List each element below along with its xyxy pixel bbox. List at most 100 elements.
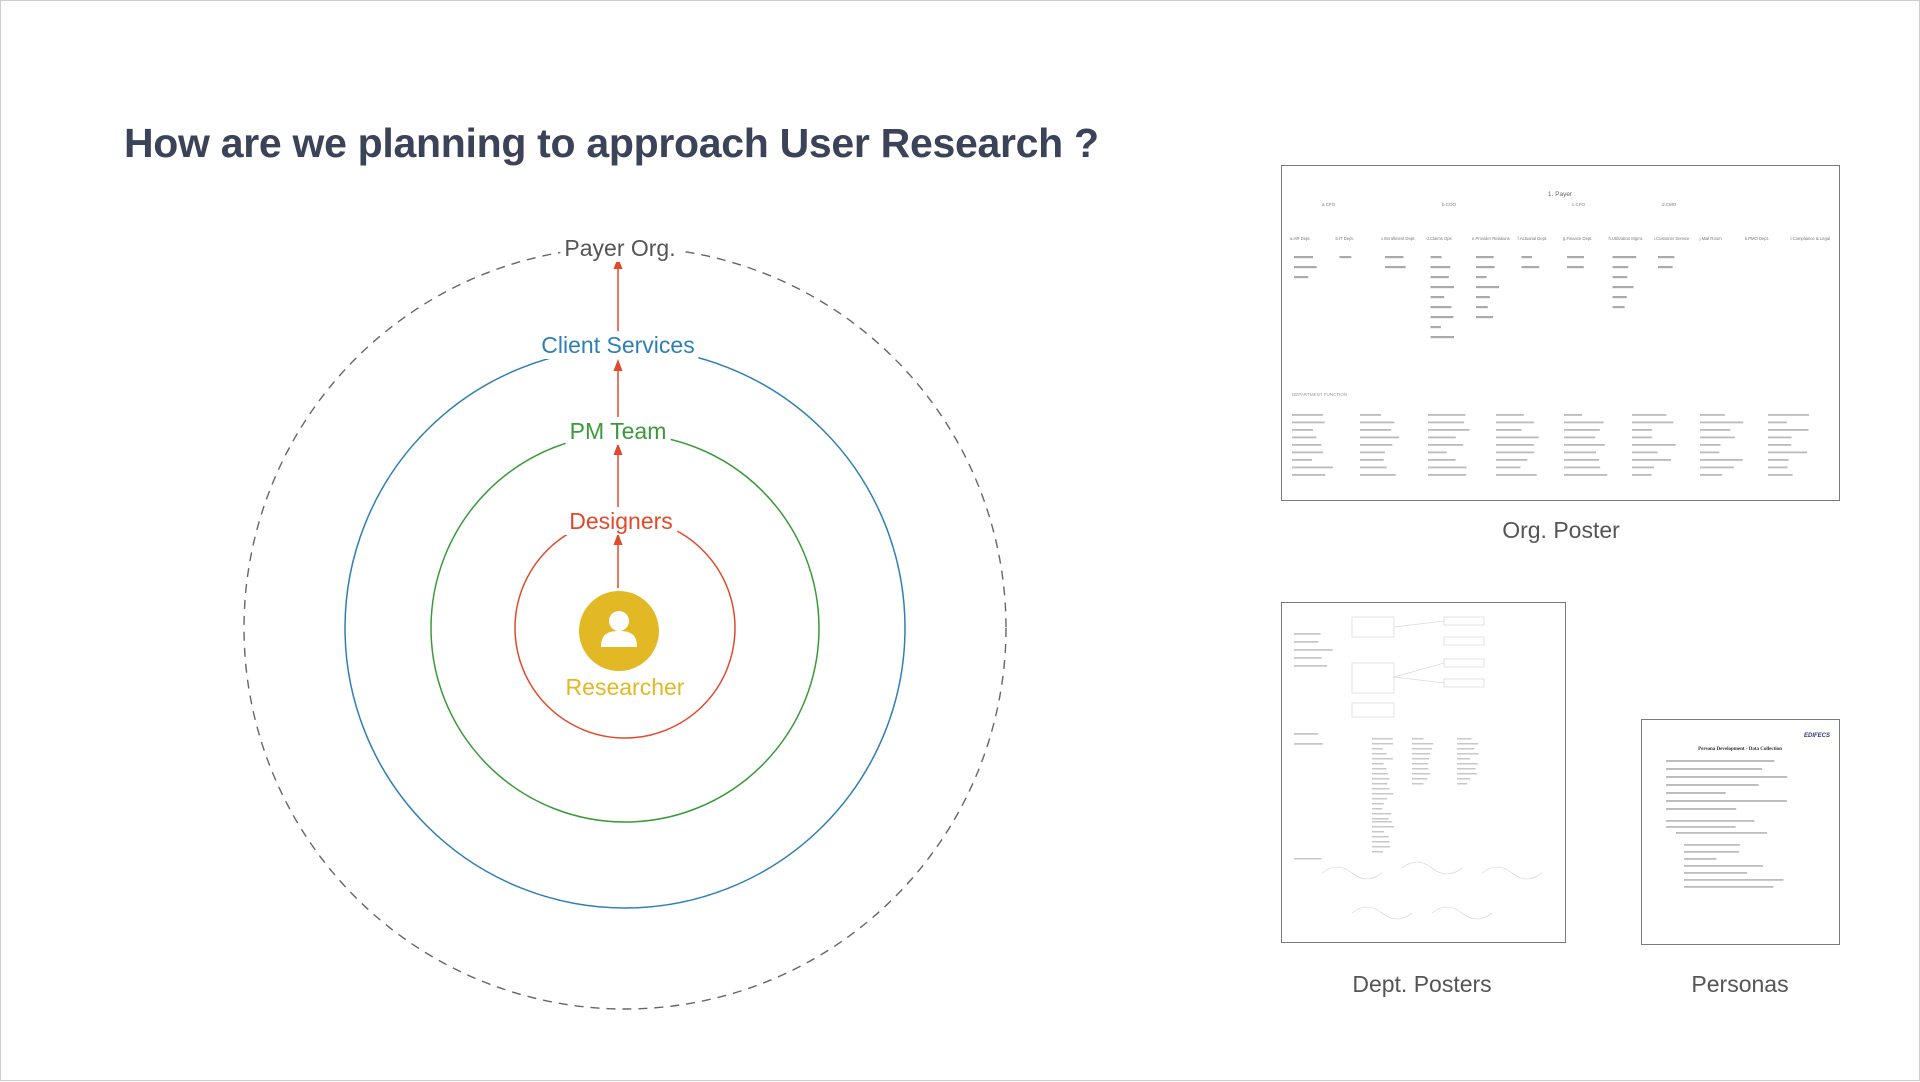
placeholder-text-line	[1457, 763, 1478, 765]
placeholder-text-line	[1700, 429, 1731, 431]
placeholder-text-line	[1564, 436, 1596, 439]
dept-posters-thumbnail[interactable]	[1281, 602, 1566, 943]
placeholder-text-line	[1658, 266, 1673, 269]
placeholder-text-line	[1700, 444, 1721, 446]
placeholder-text-line	[1564, 474, 1608, 476]
placeholder-text-line	[1372, 808, 1383, 810]
researcher-node	[579, 591, 659, 671]
org-department-label: c.Enrollment Dept.	[1381, 236, 1415, 241]
org-department-label: k.PMO Dept.	[1745, 236, 1769, 241]
placeholder-text-line	[1360, 474, 1396, 476]
placeholder-text-line	[1430, 286, 1455, 289]
placeholder-text-line	[1700, 414, 1725, 416]
placeholder-text-line	[1294, 657, 1322, 659]
placeholder-text-line	[1700, 451, 1720, 454]
placeholder-text-line	[1564, 451, 1596, 454]
placeholder-text-line	[1666, 800, 1787, 802]
placeholder-text-line	[1476, 276, 1487, 279]
placeholder-text-line	[1372, 841, 1390, 843]
placeholder-text-line	[1339, 256, 1352, 259]
placeholder-text-line	[1430, 256, 1442, 259]
placeholder-text-line	[1666, 792, 1726, 794]
placeholder-text-line	[1385, 256, 1404, 259]
placeholder-text-line	[1666, 826, 1736, 828]
placeholder-text-line	[1676, 832, 1767, 834]
placeholder-text-line	[1372, 851, 1383, 853]
placeholder-text-line	[1684, 858, 1717, 860]
personas-thumbnail[interactable]: EDIFECS Persona Development - Data Colle…	[1641, 719, 1840, 945]
ring-label-client-services: Client Services	[537, 331, 699, 359]
placeholder-text-line	[1294, 633, 1321, 635]
placeholder-text-line	[1360, 414, 1382, 416]
placeholder-text-line	[1612, 256, 1637, 259]
placeholder-text-line	[1496, 459, 1528, 461]
placeholder-text-line	[1294, 649, 1333, 651]
org-department-label: j.Mail Room	[1699, 236, 1723, 241]
placeholder-text-line	[1496, 474, 1537, 476]
placeholder-text-line	[1372, 758, 1393, 760]
placeholder-text-line	[1632, 421, 1674, 424]
placeholder-text-line	[1612, 296, 1627, 299]
placeholder-text-line	[1294, 266, 1317, 269]
placeholder-text-line	[1457, 768, 1476, 770]
placeholder-text-line	[1372, 763, 1384, 765]
placeholder-text-line	[1412, 743, 1434, 745]
placeholder-text-line	[1428, 421, 1465, 424]
placeholder-text-line	[1768, 444, 1792, 446]
personas-doc-title: Persona Development - Data Collection	[1698, 747, 1782, 752]
placeholder-text-line	[1372, 788, 1390, 790]
placeholder-text-line	[1768, 466, 1788, 469]
placeholder-text-line	[1292, 459, 1312, 461]
placeholder-text-line	[1292, 474, 1326, 476]
placeholder-text-line	[1385, 266, 1406, 269]
placeholder-text-line	[1360, 466, 1387, 469]
placeholder-text-line	[1430, 326, 1441, 329]
placeholder-text-line	[1768, 429, 1809, 431]
placeholder-text-line	[1700, 436, 1735, 439]
dept-posters-caption: Dept. Posters	[1352, 971, 1492, 997]
placeholder-text-line	[1768, 459, 1789, 461]
placeholder-text-line	[1360, 459, 1384, 461]
personas-caption: Personas	[1691, 971, 1789, 997]
placeholder-text-line	[1372, 818, 1389, 820]
placeholder-text-line	[1430, 336, 1454, 339]
dept-box	[1351, 702, 1395, 718]
placeholder-text-line	[1372, 773, 1388, 775]
placeholder-text-line	[1476, 316, 1493, 319]
placeholder-text-line	[1360, 451, 1385, 454]
placeholder-text-line	[1430, 316, 1454, 319]
placeholder-text-line	[1428, 429, 1470, 431]
placeholder-text-line	[1632, 444, 1676, 446]
dept-flow-path	[1481, 866, 1543, 880]
placeholder-text-line	[1360, 429, 1392, 431]
placeholder-text-line	[1700, 421, 1744, 424]
placeholder-text-line	[1612, 266, 1629, 269]
placeholder-text-line	[1372, 748, 1383, 750]
org-level2-label: a.CFO	[1322, 202, 1336, 207]
dept-connector	[1393, 676, 1445, 684]
placeholder-text-line	[1372, 846, 1390, 848]
placeholder-text-line	[1700, 474, 1723, 476]
placeholder-text-line	[1372, 793, 1385, 795]
placeholder-text-line	[1294, 256, 1314, 259]
personas-logo: EDIFECS	[1804, 733, 1830, 739]
placeholder-text-line	[1294, 733, 1319, 735]
placeholder-text-line	[1476, 256, 1494, 259]
placeholder-text-line	[1294, 858, 1322, 860]
org-department-label: a.HR Dept.	[1290, 236, 1311, 241]
org-department-label: e.Provider Relations	[1472, 236, 1510, 241]
placeholder-text-line	[1476, 306, 1488, 309]
placeholder-text-line	[1496, 444, 1534, 446]
placeholder-text-line	[1666, 768, 1763, 770]
placeholder-text-line	[1372, 743, 1393, 745]
placeholder-text-line	[1430, 266, 1451, 269]
placeholder-text-line	[1684, 886, 1774, 888]
placeholder-text-line	[1666, 820, 1755, 822]
placeholder-text-line	[1684, 844, 1740, 846]
user-icon	[601, 611, 637, 647]
placeholder-text-line	[1521, 256, 1532, 259]
placeholder-text-line	[1496, 414, 1524, 416]
placeholder-text-line	[1292, 451, 1324, 454]
